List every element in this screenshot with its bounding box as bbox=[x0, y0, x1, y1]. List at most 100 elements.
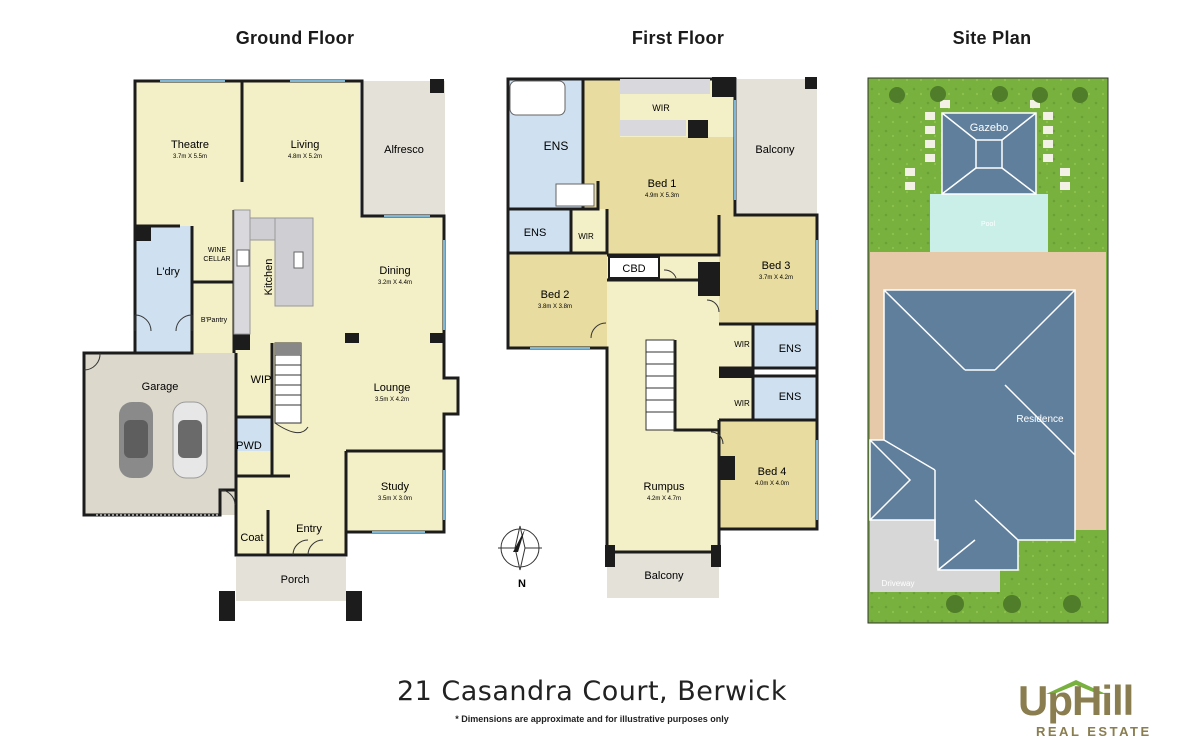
label-pool: Pool bbox=[981, 221, 995, 228]
site-plan: Gazebo Pool Residence Driveway bbox=[867, 77, 1109, 624]
heading-site-plan: Site Plan bbox=[952, 28, 1032, 48]
svg-text:3.7m X 4.2m: 3.7m X 4.2m bbox=[759, 275, 793, 281]
room-bed3 bbox=[719, 215, 817, 324]
site-pool bbox=[930, 194, 1048, 252]
disclaimer-text: * Dimensions are approximate and for ill… bbox=[455, 714, 729, 724]
svg-text:4.8m X 5.2m: 4.8m X 5.2m bbox=[288, 154, 322, 160]
room-wir-small bbox=[571, 209, 607, 253]
room-bed4 bbox=[719, 420, 817, 529]
heading-ground-floor: Ground Floor bbox=[235, 28, 355, 48]
room-bed2 bbox=[508, 253, 607, 348]
label-rumpus: Rumpus 4.2m X 4.7m bbox=[644, 481, 685, 502]
room-porch bbox=[236, 557, 346, 601]
svg-text:3.8m X 3.8m: 3.8m X 3.8m bbox=[538, 304, 572, 310]
svg-text:Study: Study bbox=[381, 481, 410, 493]
roof-icon bbox=[1046, 680, 1106, 694]
label-wip: WIP bbox=[251, 374, 272, 386]
car-icon bbox=[172, 401, 208, 479]
label-bed2: Bed 2 3.8m X 3.8m bbox=[538, 289, 572, 310]
site-gazebo-roof bbox=[941, 112, 1037, 195]
label-coat: Coat bbox=[240, 532, 263, 544]
label-ens-main: ENS bbox=[544, 139, 569, 153]
room-balcony-bottom bbox=[607, 552, 719, 598]
label-wir-small: WIR bbox=[578, 232, 594, 241]
site-residence-roof bbox=[869, 289, 1076, 571]
room-alfresco bbox=[362, 81, 445, 216]
label-lounge: Lounge 3.5m X 4.2m bbox=[374, 382, 411, 403]
svg-text:3.2m X 4.4m: 3.2m X 4.4m bbox=[378, 280, 412, 286]
room-laundry bbox=[135, 226, 192, 353]
label-ens-bed3: ENS bbox=[779, 343, 802, 355]
svg-text:N: N bbox=[518, 578, 526, 590]
room-ens-bed4 bbox=[753, 376, 817, 420]
room-wip bbox=[236, 343, 272, 417]
label-cbd: CBD bbox=[622, 263, 645, 275]
room-living bbox=[242, 81, 360, 216]
label-driveway: Driveway bbox=[882, 579, 915, 588]
svg-text:4.9m X 5.3m: 4.9m X 5.3m bbox=[645, 193, 679, 199]
room-garage bbox=[84, 353, 236, 515]
first-floor-plan: WIR ENS Bed 1 4.9m X 5.3m Balcony ENS WI… bbox=[498, 77, 819, 598]
label-wir-bed3: WIR bbox=[734, 340, 750, 349]
svg-text:3.7m X 5.5m: 3.7m X 5.5m bbox=[173, 154, 207, 160]
label-balcony-bottom: Balcony bbox=[644, 570, 684, 582]
svg-text:3.5m X 4.2m: 3.5m X 4.2m bbox=[375, 397, 409, 403]
room-wine-cellar bbox=[192, 226, 234, 282]
label-porch: Porch bbox=[281, 574, 310, 586]
tree-icon bbox=[889, 86, 1088, 613]
brand-logo: UpHill REAL ESTATE bbox=[1018, 678, 1158, 744]
room-ens-small bbox=[508, 209, 571, 253]
svg-text:Living: Living bbox=[291, 139, 320, 151]
car-icon bbox=[119, 402, 153, 478]
svg-text:Bed 1: Bed 1 bbox=[648, 178, 677, 190]
svg-text:Bed 3: Bed 3 bbox=[762, 260, 791, 272]
label-bed3: Bed 3 3.7m X 4.2m bbox=[759, 260, 793, 281]
label-alfresco: Alfresco bbox=[384, 144, 424, 156]
label-entry: Entry bbox=[296, 523, 322, 535]
label-theatre: Theatre 3.7m X 5.5m bbox=[171, 139, 209, 160]
room-study bbox=[346, 451, 444, 532]
label-balcony-top: Balcony bbox=[755, 144, 795, 156]
room-cbd bbox=[609, 257, 659, 278]
room-coat bbox=[236, 510, 268, 555]
label-garage: Garage bbox=[142, 381, 179, 393]
label-gazebo: Gazebo bbox=[970, 122, 1009, 134]
svg-text:Rumpus: Rumpus bbox=[644, 481, 685, 493]
label-study: Study 3.5m X 3.0m bbox=[378, 481, 412, 502]
label-bed1: Bed 1 4.9m X 5.3m bbox=[645, 178, 679, 199]
label-living: Living 4.8m X 5.2m bbox=[288, 139, 322, 160]
room-lounge-bay bbox=[444, 378, 458, 414]
label-residence: Residence bbox=[1016, 414, 1064, 425]
svg-text:Lounge: Lounge bbox=[374, 382, 411, 394]
label-butlers-pantry: B'Pantry bbox=[201, 317, 228, 324]
label-wir-bed4: WIR bbox=[734, 399, 750, 408]
label-bed4: Bed 4 4.0m X 4.0m bbox=[755, 466, 789, 487]
ground-floor-plan: Theatre 3.7m X 5.5m Living 4.8m X 5.2m A… bbox=[82, 79, 460, 621]
room-wir-bed3 bbox=[719, 324, 753, 368]
room-wir-bed4 bbox=[719, 376, 753, 420]
svg-text:Bed 4: Bed 4 bbox=[758, 466, 787, 478]
svg-text:Dining: Dining bbox=[379, 265, 410, 277]
label-dining: Dining 3.2m X 4.4m bbox=[378, 265, 412, 286]
room-pantry bbox=[192, 282, 234, 353]
label-pwd: PWD bbox=[236, 440, 262, 452]
label-laundry: L'dry bbox=[156, 266, 180, 278]
compass-icon: N bbox=[498, 525, 542, 590]
room-balcony-top bbox=[737, 79, 817, 215]
heading-first-floor: First Floor bbox=[631, 28, 725, 48]
svg-text:4.2m X 4.7m: 4.2m X 4.7m bbox=[647, 496, 681, 502]
room-ens-bed3 bbox=[753, 324, 817, 368]
label-ens-bed4: ENS bbox=[779, 391, 802, 403]
svg-text:4.0m X 4.0m: 4.0m X 4.0m bbox=[755, 481, 789, 487]
svg-text:Theatre: Theatre bbox=[171, 139, 209, 151]
logo-wordmark: UpHill bbox=[1018, 677, 1134, 724]
label-wir-main: WIR bbox=[652, 103, 670, 113]
logo-subtitle: REAL ESTATE bbox=[1036, 724, 1152, 739]
room-theatre bbox=[135, 81, 242, 226]
property-address: 21 Casandra Court, Berwick bbox=[396, 676, 788, 707]
svg-text:Bed 2: Bed 2 bbox=[541, 289, 570, 301]
label-ens-small: ENS bbox=[524, 227, 547, 239]
svg-text:3.5m X 3.0m: 3.5m X 3.0m bbox=[378, 496, 412, 502]
